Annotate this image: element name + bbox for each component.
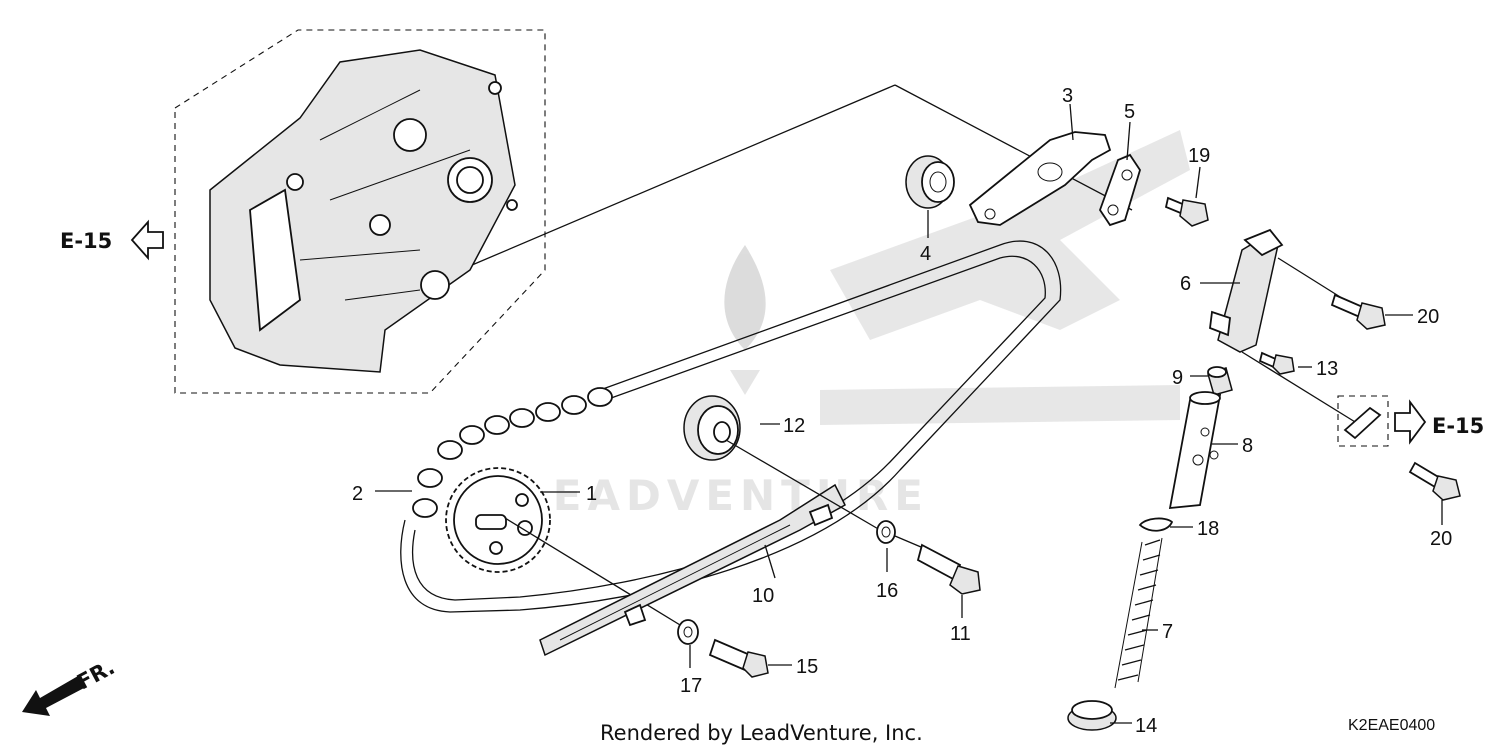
callout-9: 9: [1172, 367, 1183, 389]
bolt-20-lower: [1408, 461, 1461, 501]
callout-12: 12: [783, 415, 805, 437]
callout-16: 16: [876, 580, 898, 602]
callout-15: 15: [796, 656, 818, 678]
bracket: [968, 131, 1112, 226]
reference-dashed-box: [1337, 395, 1389, 447]
tensioner-roller: [683, 395, 881, 531]
tensioner-lifter: [1209, 228, 1361, 426]
bolt-20-upper: [1330, 293, 1386, 330]
circlip: [1138, 517, 1174, 532]
pushrod-tube: [1168, 391, 1222, 510]
callout-8: 8: [1242, 435, 1253, 457]
callout-1: 1: [586, 483, 597, 505]
bolt-19: [1164, 196, 1209, 227]
crankcase-assembly: [174, 29, 1133, 394]
reference-right-label[interactable]: E-15: [1432, 414, 1484, 438]
callout-7: 7: [1162, 621, 1173, 643]
watermark-logo: LEADVENTURE: [520, 245, 929, 520]
arrow-right-icon: [1394, 399, 1427, 445]
callout-10: 10: [752, 585, 774, 607]
reference-left[interactable]: E-15: [60, 219, 164, 261]
callout-11: 11: [950, 623, 971, 645]
pivot-bolt: [876, 520, 981, 595]
watermark-text: LEADVENTURE: [520, 471, 929, 520]
crankcase-dashed-frame: [174, 29, 546, 394]
leader-lines: [375, 103, 1443, 724]
reference-left-label[interactable]: E-15: [60, 229, 112, 253]
callout-19: 19: [1188, 145, 1210, 167]
callout-5: 5: [1124, 101, 1135, 123]
diagram-code: K2EAE0400: [1348, 717, 1435, 734]
bolt-13: [1258, 351, 1295, 375]
callout-3: 3: [1062, 85, 1073, 107]
callout-14: 14: [1135, 715, 1157, 737]
front-arrow-icon: [22, 676, 84, 716]
callout-20-upper: 20: [1417, 306, 1439, 328]
chain-guide: [539, 483, 846, 657]
callout-20-lower: 20: [1430, 528, 1452, 550]
grommet: [905, 155, 955, 209]
callout-2: 2: [352, 483, 363, 505]
sealing-nut: [1067, 700, 1117, 731]
callout-17: 17: [680, 675, 702, 697]
spring: [1114, 537, 1163, 689]
arrow-left-icon: [130, 219, 164, 261]
reference-right[interactable]: E-15: [1337, 395, 1484, 447]
chain-links: [412, 387, 613, 518]
sprocket-bolt: [677, 619, 769, 678]
lock-plate: [1098, 153, 1141, 227]
callouts: 1 2 3 4 5 6 7 8 9 10 11 12 13 14 15 16 1…: [352, 85, 1452, 737]
cam-sprocket: [445, 467, 686, 629]
footer-credit: Rendered by LeadVenture, Inc.: [600, 721, 923, 745]
callout-4: 4: [920, 243, 931, 265]
callout-18: 18: [1197, 518, 1219, 540]
callout-6: 6: [1180, 273, 1191, 295]
honda-watermark-dots: [820, 130, 1190, 425]
callout-13: 13: [1316, 358, 1338, 380]
cap: [1207, 366, 1233, 396]
front-direction-marker: FR.: [22, 655, 119, 716]
